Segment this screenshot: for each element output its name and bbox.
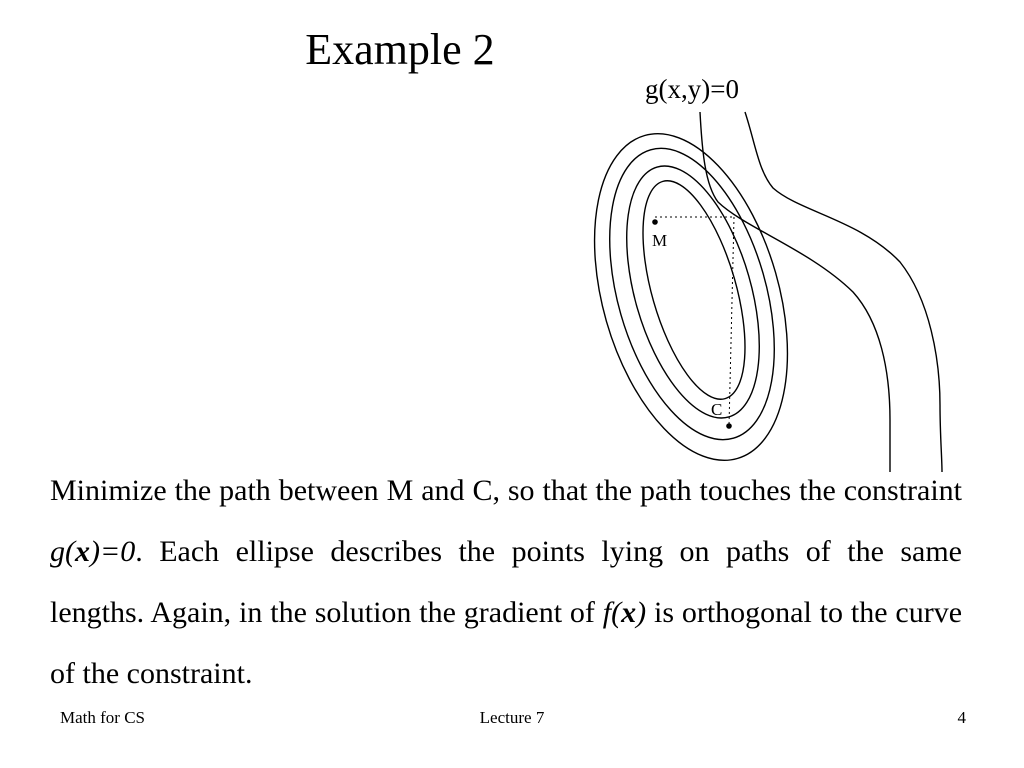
- point-m: [652, 219, 658, 225]
- constraint-curve-right: [744, 111, 943, 473]
- point-m-label: M: [652, 231, 667, 250]
- constraint-label: g(x,y)=0: [645, 74, 739, 104]
- footer-course: Math for CS: [60, 708, 145, 727]
- ellipse-contour-outer: [593, 132, 789, 462]
- ellipse-contour-inner: [642, 180, 746, 400]
- g-vector-x: x: [75, 535, 90, 568]
- f-function: f(x): [602, 596, 647, 629]
- f-vector-x: x: [621, 596, 637, 629]
- constraint-curve-left: [699, 111, 891, 472]
- footer-page-number: 4: [957, 708, 967, 727]
- ellipse-contour-2: [609, 147, 775, 441]
- body-text-part3: is orthogonal to the curve of the constr…: [50, 596, 963, 690]
- constraint-diagram: g(x,y)=0 M C: [560, 60, 990, 480]
- path-lines: [655, 216, 735, 427]
- g-function: g(x)=0: [50, 535, 136, 568]
- body-paragraph: Minimize the path between M and C, so th…: [50, 460, 962, 704]
- ellipse-contour-3: [626, 165, 760, 419]
- point-c: [726, 423, 732, 429]
- footer-lecture: Lecture 7: [479, 708, 545, 727]
- point-c-label: C: [711, 400, 722, 419]
- body-text-part1: Minimize the path between M and C, so th…: [50, 474, 962, 507]
- slide-title: Example 2: [305, 25, 495, 74]
- body-text-part2: . Each ellipse describes the points lyin…: [50, 535, 962, 629]
- constraint-curve: [699, 111, 943, 473]
- ellipse-contours: [593, 132, 789, 462]
